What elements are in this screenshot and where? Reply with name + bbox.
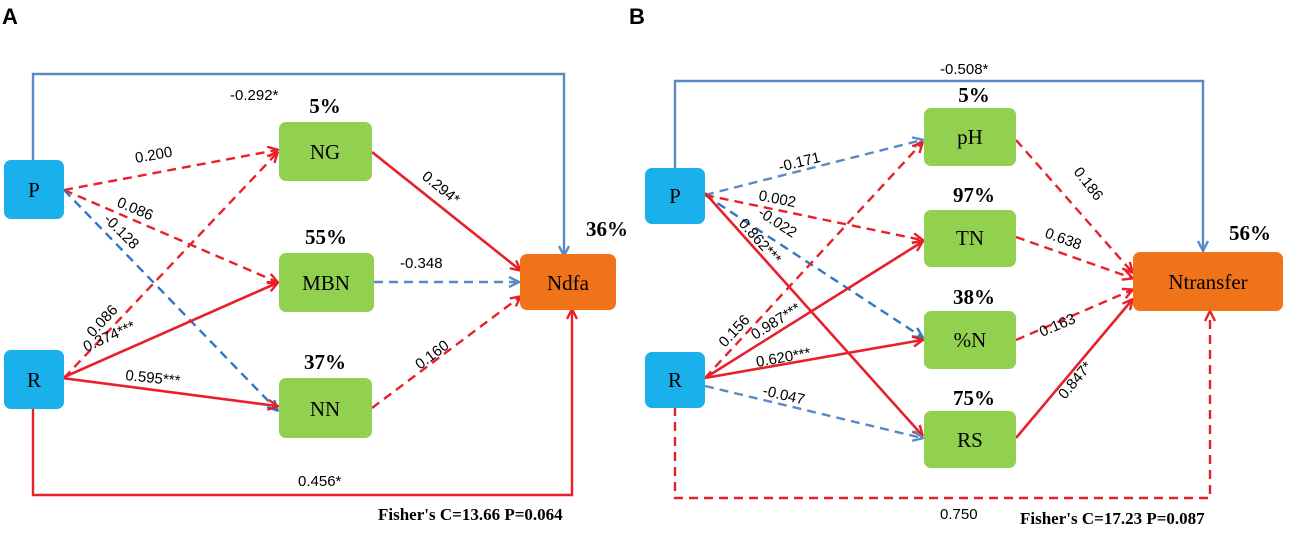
panel-a-coefficients: -0.292* 0.200 0.086 -0.128 0.086 0.374**… bbox=[81, 87, 463, 490]
coef-a-r-ndfa: 0.456* bbox=[298, 473, 342, 490]
path-a-ng-ndfa bbox=[371, 150, 520, 270]
node-b-ntransfer: Ntransfer 56% bbox=[1133, 221, 1283, 311]
node-b-ph: pH 5% bbox=[924, 83, 1016, 166]
path-a-nn-ndfa bbox=[371, 297, 520, 409]
panel-b-coefficients: -0.508* -0.171 0.002 -0.022 0.862*** 0.1… bbox=[715, 61, 1106, 523]
node-a-ndfa-label: Ndfa bbox=[547, 271, 590, 295]
node-b-n-r2: 38% bbox=[953, 285, 995, 309]
node-b-p-label: P bbox=[669, 184, 681, 208]
coef-b-r-ntransfer: 0.750 bbox=[940, 506, 978, 523]
path-a-p-nn bbox=[63, 189, 277, 410]
path-b-r-n bbox=[704, 340, 922, 380]
coef-b-p-ntransfer: -0.508* bbox=[940, 61, 989, 78]
node-b-rs: RS 75% bbox=[924, 386, 1016, 468]
node-a-p: P bbox=[4, 160, 64, 219]
node-a-nn-r2: 37% bbox=[304, 350, 346, 374]
coef-a-nn-ndfa: 0.160 bbox=[412, 337, 452, 373]
path-a-r-nn bbox=[61, 376, 277, 406]
coef-b-ph-ntransfer: 0.186 bbox=[1070, 164, 1107, 204]
node-a-ndfa-r2: 36% bbox=[586, 217, 628, 241]
node-b-ntransfer-r2: 56% bbox=[1229, 221, 1271, 245]
node-a-ng-r2: 5% bbox=[309, 94, 341, 118]
panel-a-paths bbox=[31, 72, 572, 497]
node-a-mbn-r2: 55% bbox=[305, 225, 347, 249]
path-a-p-ng bbox=[63, 150, 277, 192]
path-b-p-ph bbox=[704, 140, 922, 197]
panel-b-paths bbox=[673, 79, 1210, 500]
path-b-ph-ntransfer bbox=[1015, 139, 1132, 272]
coef-b-rs-ntransfer: 0.847* bbox=[1055, 358, 1096, 402]
coef-a-mbn-ndfa: -0.348 bbox=[400, 255, 443, 272]
path-b-rs-ntransfer bbox=[1015, 300, 1132, 439]
node-a-nn: NN 37% bbox=[279, 350, 372, 438]
node-b-rs-r2: 75% bbox=[953, 386, 995, 410]
node-a-ng-label: NG bbox=[310, 140, 340, 164]
path-b-p-tn bbox=[704, 193, 922, 240]
node-b-n: %N 38% bbox=[924, 285, 1016, 369]
panel-a-letter: A bbox=[2, 4, 18, 29]
node-b-tn: TN 97% bbox=[924, 183, 1016, 267]
path-b-r-rs bbox=[704, 384, 922, 438]
node-b-rs-label: RS bbox=[957, 428, 983, 452]
coef-a-p-ng: 0.200 bbox=[134, 144, 174, 167]
node-a-mbn: MBN 55% bbox=[279, 225, 374, 312]
node-b-tn-r2: 97% bbox=[953, 183, 995, 207]
path-a-r-mbn bbox=[61, 283, 277, 380]
panel-a-fisher: Fisher's C=13.66 P=0.064 bbox=[378, 505, 563, 524]
coef-a-p-ndfa: -0.292* bbox=[230, 87, 279, 104]
node-a-ng: NG 5% bbox=[279, 94, 372, 181]
node-b-n-label: %N bbox=[954, 328, 987, 352]
node-b-p: P bbox=[645, 168, 705, 224]
node-a-r: R bbox=[4, 350, 64, 409]
path-b-n-ntransfer bbox=[1015, 290, 1132, 342]
node-a-ndfa: Ndfa 36% bbox=[520, 217, 628, 310]
coef-b-n-ntransfer: 0.163 bbox=[1037, 310, 1078, 340]
panel-b-fisher: Fisher's C=17.23 P=0.087 bbox=[1020, 509, 1205, 528]
path-b-r-tn bbox=[704, 242, 922, 380]
path-a-r-ndfa bbox=[31, 310, 572, 497]
node-b-r-label: R bbox=[668, 368, 682, 392]
path-b-p-rs bbox=[704, 192, 922, 435]
coef-a-r-nn: 0.595*** bbox=[125, 367, 182, 390]
node-b-tn-label: TN bbox=[956, 226, 984, 250]
coef-a-ng-ndfa: 0.294* bbox=[418, 168, 463, 209]
panel-a: A -0.292* 0.200 0.086 -0.128 0.086 0.374… bbox=[2, 4, 628, 524]
path-a-p-ndfa bbox=[31, 72, 564, 255]
panel-b: B -0.508* -0.171 0.002 -0.022 0.862*** bbox=[629, 4, 1283, 528]
path-b-tn-ntransfer bbox=[1015, 235, 1132, 278]
path-b-p-ntransfer bbox=[673, 79, 1203, 250]
node-b-ntransfer-label: Ntransfer bbox=[1168, 270, 1247, 294]
coef-b-p-tn: 0.002 bbox=[757, 187, 797, 211]
node-a-p-label: P bbox=[28, 178, 40, 202]
coef-b-r-n: 0.620*** bbox=[755, 345, 812, 371]
path-a-r-ng bbox=[63, 153, 277, 379]
panel-b-letter: B bbox=[629, 4, 645, 29]
node-b-ph-r2: 5% bbox=[958, 83, 990, 107]
node-a-nn-label: NN bbox=[310, 397, 340, 421]
node-b-r: R bbox=[645, 352, 705, 408]
path-a-p-mbn bbox=[63, 188, 277, 282]
node-a-r-label: R bbox=[27, 368, 41, 392]
path-b-p-n bbox=[704, 193, 922, 337]
path-b-r-ntransfer bbox=[673, 312, 1210, 500]
node-b-ph-label: pH bbox=[957, 125, 983, 149]
node-a-mbn-label: MBN bbox=[302, 271, 350, 295]
path-b-r-ph bbox=[704, 143, 922, 379]
